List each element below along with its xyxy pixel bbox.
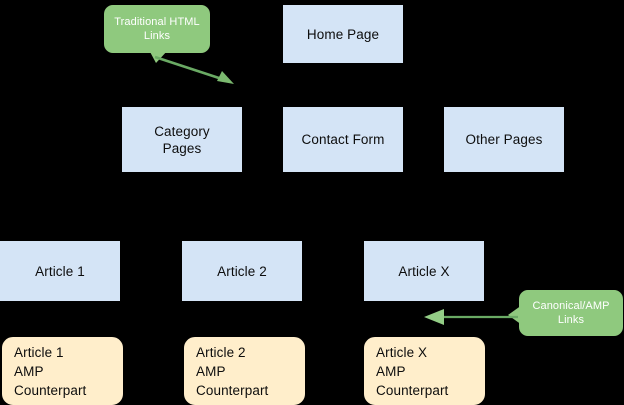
node-article-2-amp-counterpart[interactable]: Article 2 AMP Counterpart xyxy=(184,337,305,405)
arrow-line-traditional-html-links xyxy=(154,55,223,81)
arrow-head-canonical-amp-links xyxy=(424,309,444,325)
arrow-head-traditional-html-links xyxy=(217,71,234,84)
node-article-x-amp-counterpart[interactable]: Article X AMP Counterpart xyxy=(364,337,485,405)
node-article-1[interactable]: Article 1 xyxy=(0,241,120,301)
node-article-x[interactable]: Article X xyxy=(364,241,484,301)
node-article-1-amp-counterpart[interactable]: Article 1 AMP Counterpart xyxy=(2,337,123,405)
callout-traditional-html-links[interactable]: Traditional HTML Links xyxy=(104,5,210,53)
node-contact-form[interactable]: Contact Form xyxy=(283,107,403,172)
node-home-page[interactable]: Home Page xyxy=(283,5,403,63)
node-article-2[interactable]: Article 2 xyxy=(182,241,302,301)
callout-canonical-amp-links[interactable]: Canonical/AMP Links xyxy=(519,290,623,336)
node-category-pages[interactable]: Category Pages xyxy=(122,107,242,172)
node-other-pages[interactable]: Other Pages xyxy=(444,107,564,172)
